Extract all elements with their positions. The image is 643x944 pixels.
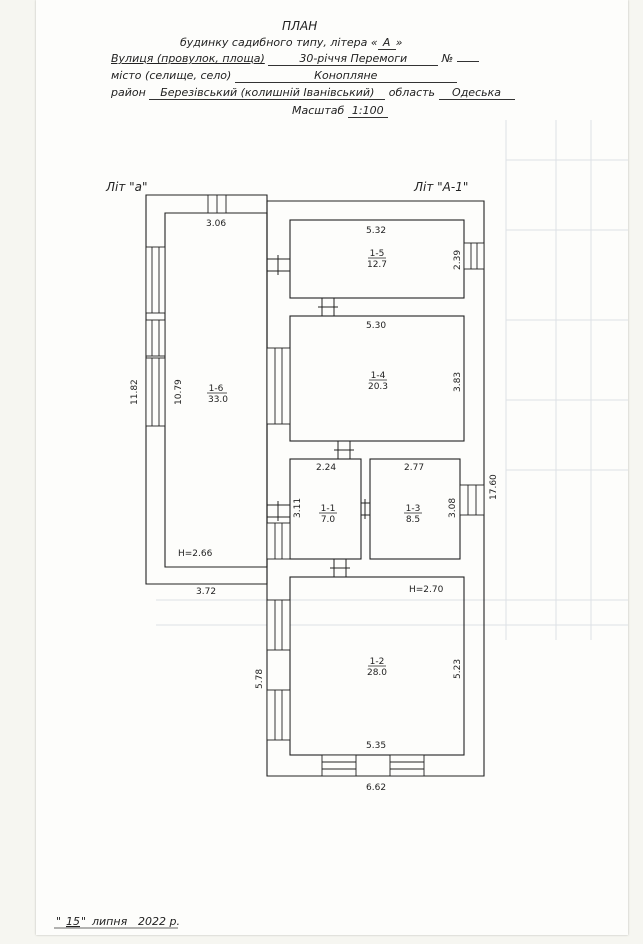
district-label: район — [111, 86, 146, 99]
room-1-6-id: 1-6 — [209, 384, 224, 394]
dim-room-1-4-depth: 3.83 — [453, 372, 463, 392]
main-outer-wall — [266, 200, 485, 777]
scale-value: 1:100 — [347, 104, 388, 118]
dim-room-1-5-depth: 2.39 — [453, 250, 463, 270]
room-1-4-id: 1-4 — [371, 371, 386, 381]
dim-lit-a-inner-length: 10.79 — [174, 379, 184, 405]
dim-total-width: 6.62 — [366, 783, 386, 793]
window-room-1-2-west-1 — [266, 599, 291, 651]
dim-room-1-2-width: 5.35 — [366, 741, 386, 751]
room-1-2-id: 1-2 — [370, 657, 385, 667]
room-1-2-outline — [289, 576, 465, 756]
room-1-5-id: 1-5 — [370, 249, 385, 259]
room-1-3-area: 8.5 — [406, 515, 420, 525]
date-month: липня — [91, 915, 128, 928]
room-1-6-area: 33.0 — [208, 395, 228, 405]
paper-page: ПЛАН будинку садибного типу, літера «А» … — [36, 0, 628, 935]
window-lit-a-west-1 — [145, 246, 166, 314]
window-room-1-4-west — [266, 347, 291, 425]
dim-lit-a-outer-length: 11.82 — [130, 379, 140, 405]
dim-room-1-2-outer-side: 5.78 — [255, 669, 265, 689]
door-1-1-to-1-3 — [361, 499, 370, 519]
building-type-text: будинку садибного типу, літера « — [180, 36, 378, 49]
window-room-1-2-west-2 — [266, 689, 291, 741]
street-line: Вулиця (провулок, площа) 30-річчя Перемо… — [111, 52, 479, 66]
window-room-1-5-east — [463, 242, 485, 270]
dim-room-1-5-width: 5.32 — [366, 226, 386, 236]
dim-room-1-3-depth: 3.08 — [448, 498, 458, 518]
scale-label: Масштаб — [292, 104, 345, 117]
window-room-1-2-south-1 — [321, 754, 357, 777]
dim-lit-a-width: 3.06 — [206, 219, 226, 229]
room-1-5-area: 12.7 — [367, 260, 387, 270]
door-1-5-to-1-4 — [318, 298, 338, 316]
window-lit-a-west-3 — [145, 357, 166, 427]
building-type-end: » — [395, 36, 403, 49]
door-1-1-to-1-2 — [330, 559, 350, 577]
lit-a1-label: Літ "А-1" — [413, 180, 468, 194]
dim-room-1-3-width: 2.77 — [404, 463, 424, 473]
dim-room-1-2-depth: 5.23 — [453, 659, 463, 679]
room-1-2-area: 28.0 — [367, 668, 387, 678]
city-value: Конопляне — [234, 69, 457, 83]
city-label: місто (селище, село) — [111, 69, 232, 82]
number-label: № — [441, 52, 454, 65]
dim-room-1-1-width: 2.24 — [316, 463, 336, 473]
room-1-1-area: 7.0 — [321, 515, 336, 525]
floor-plan: Літ "а" Літ "А-1" 1-5 12.7 1-4 20.3 1-6 … — [54, 180, 499, 929]
plan-title: ПЛАН — [282, 19, 318, 33]
district-value: Березівський (колишній Іванівський) — [149, 86, 386, 100]
window-room-1-1-west — [266, 522, 291, 560]
date-day: 15 — [66, 915, 80, 928]
room-1-4-area: 20.3 — [368, 382, 388, 392]
window-room-1-2-south-2 — [389, 754, 425, 777]
window-lit-a-west-2 — [145, 319, 166, 357]
litera-value: А — [377, 36, 396, 50]
door-1-1-to-1-6 — [267, 501, 290, 521]
lit-a-label: Літ "а" — [105, 180, 148, 194]
building-type-line: будинку садибного типу, літера «А» — [180, 36, 402, 50]
dim-lit-a-south: 3.72 — [196, 587, 216, 597]
date-year: 2022 р. — [138, 915, 180, 928]
height-main: H=2.70 — [409, 585, 444, 595]
district-line: район Березівський (колишній Іванівський… — [111, 86, 515, 100]
city-line: місто (селище, село) Конопляне — [111, 69, 457, 83]
dim-room-1-4-width: 5.30 — [366, 321, 386, 331]
street-label: Вулиця (провулок, площа) — [111, 52, 265, 65]
height-lit-a: H=2.66 — [178, 549, 213, 559]
date-quote-open: " — [56, 915, 61, 928]
region-label: область — [388, 86, 436, 99]
door-1-6-to-1-5 — [267, 255, 290, 275]
window-lit-a-top — [207, 194, 227, 214]
dim-total-length: 17.60 — [489, 474, 499, 500]
region-value: Одеська — [438, 86, 515, 100]
number-value — [456, 61, 479, 62]
room-1-1-outline — [289, 458, 362, 560]
room-1-3-id: 1-3 — [406, 504, 421, 514]
room-1-1-id: 1-1 — [321, 504, 336, 514]
date-quote-close: " — [81, 915, 86, 928]
street-value: 30-річчя Перемоги — [268, 52, 439, 66]
scale-line: Масштаб 1:100 — [292, 104, 388, 118]
door-1-4-to-1-1 — [334, 441, 354, 459]
dim-room-1-1-depth: 3.11 — [293, 498, 303, 518]
background-table-grid — [156, 120, 628, 640]
window-room-1-3-east — [459, 484, 485, 516]
